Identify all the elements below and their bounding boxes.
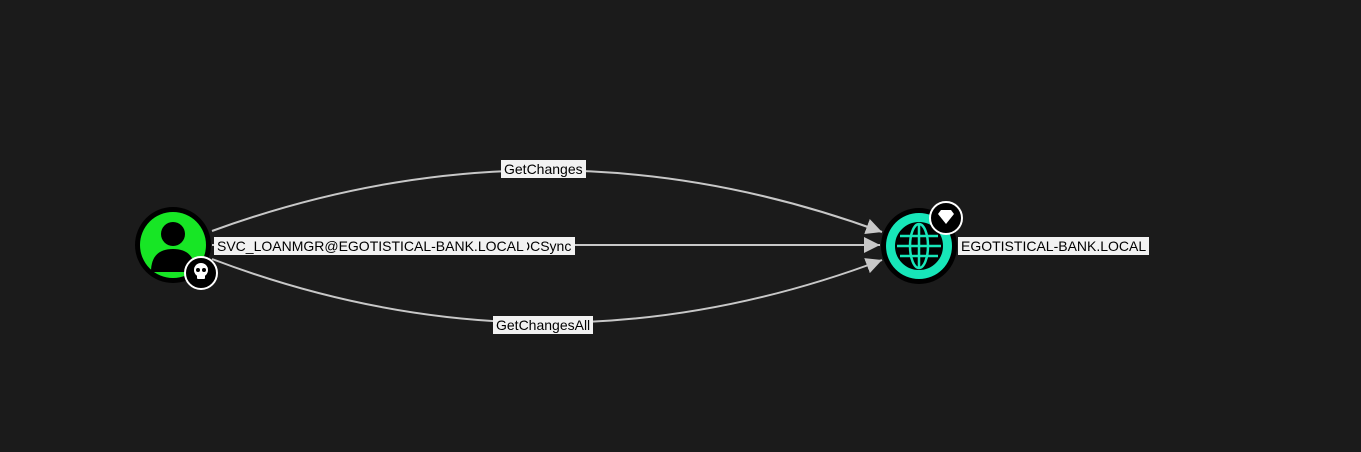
edge-label-getchangesall[interactable]: GetChangesAll bbox=[493, 316, 594, 334]
gem-icon bbox=[929, 201, 963, 235]
domain-node-label[interactable]: EGOTISTICAL-BANK.LOCAL bbox=[958, 237, 1150, 255]
edge-getchangesall[interactable] bbox=[211, 258, 883, 324]
skull-icon bbox=[184, 256, 218, 290]
edge-getchanges[interactable] bbox=[211, 169, 883, 235]
user-node-label[interactable]: SVC_LOANMGR@EGOTISTICAL-BANK.LOCAL bbox=[214, 237, 527, 255]
globe-icon bbox=[895, 222, 943, 270]
edge-label-dcsync[interactable]: DCSync bbox=[517, 237, 576, 255]
edge-label-getchanges[interactable]: GetChanges bbox=[501, 160, 586, 178]
user-icon bbox=[151, 222, 195, 272]
